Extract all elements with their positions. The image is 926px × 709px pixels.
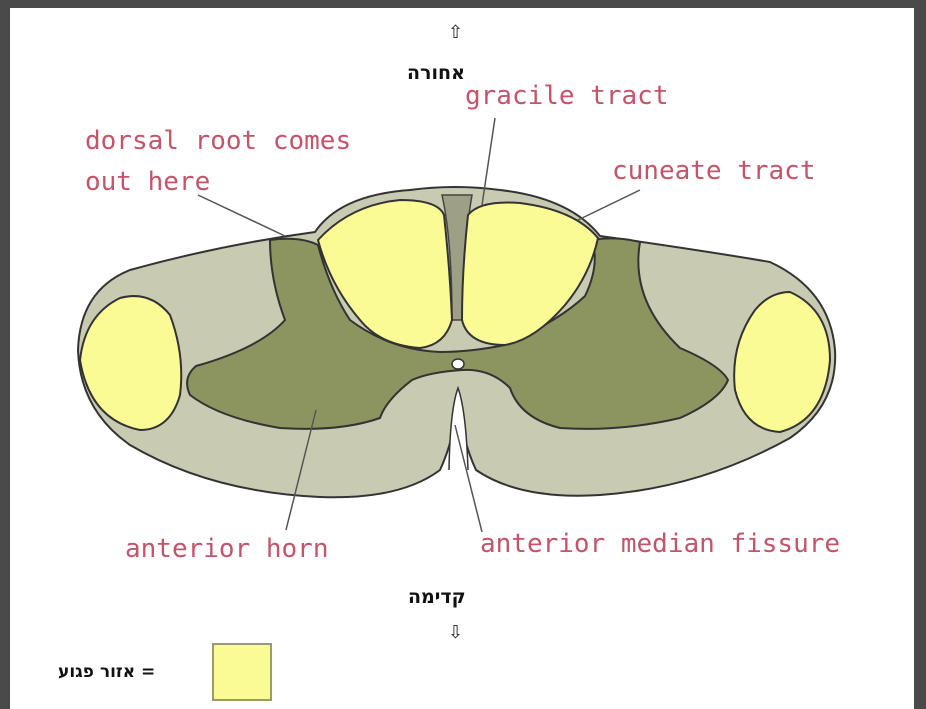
up-arrow-icon: ⇧ xyxy=(448,22,463,43)
label-gracile-tract: gracile tract xyxy=(465,80,669,114)
legend-swatch xyxy=(212,643,272,701)
label-anterior-median-fissure: anterior median fissure xyxy=(480,528,840,562)
posterior-label: אחורה xyxy=(407,62,465,84)
down-arrow-icon: ⇩ xyxy=(448,622,463,643)
label-dorsal-root-line2: out here xyxy=(85,166,210,200)
legend-text: = אזור פגוע xyxy=(58,662,155,682)
central-canal xyxy=(452,359,464,369)
label-cuneate-tract: cuneate tract xyxy=(612,155,816,189)
label-dorsal-root-line1: dorsal root comes xyxy=(85,125,351,159)
anterior-label: קדימה xyxy=(408,586,466,608)
label-anterior-horn: anterior horn xyxy=(125,533,329,567)
